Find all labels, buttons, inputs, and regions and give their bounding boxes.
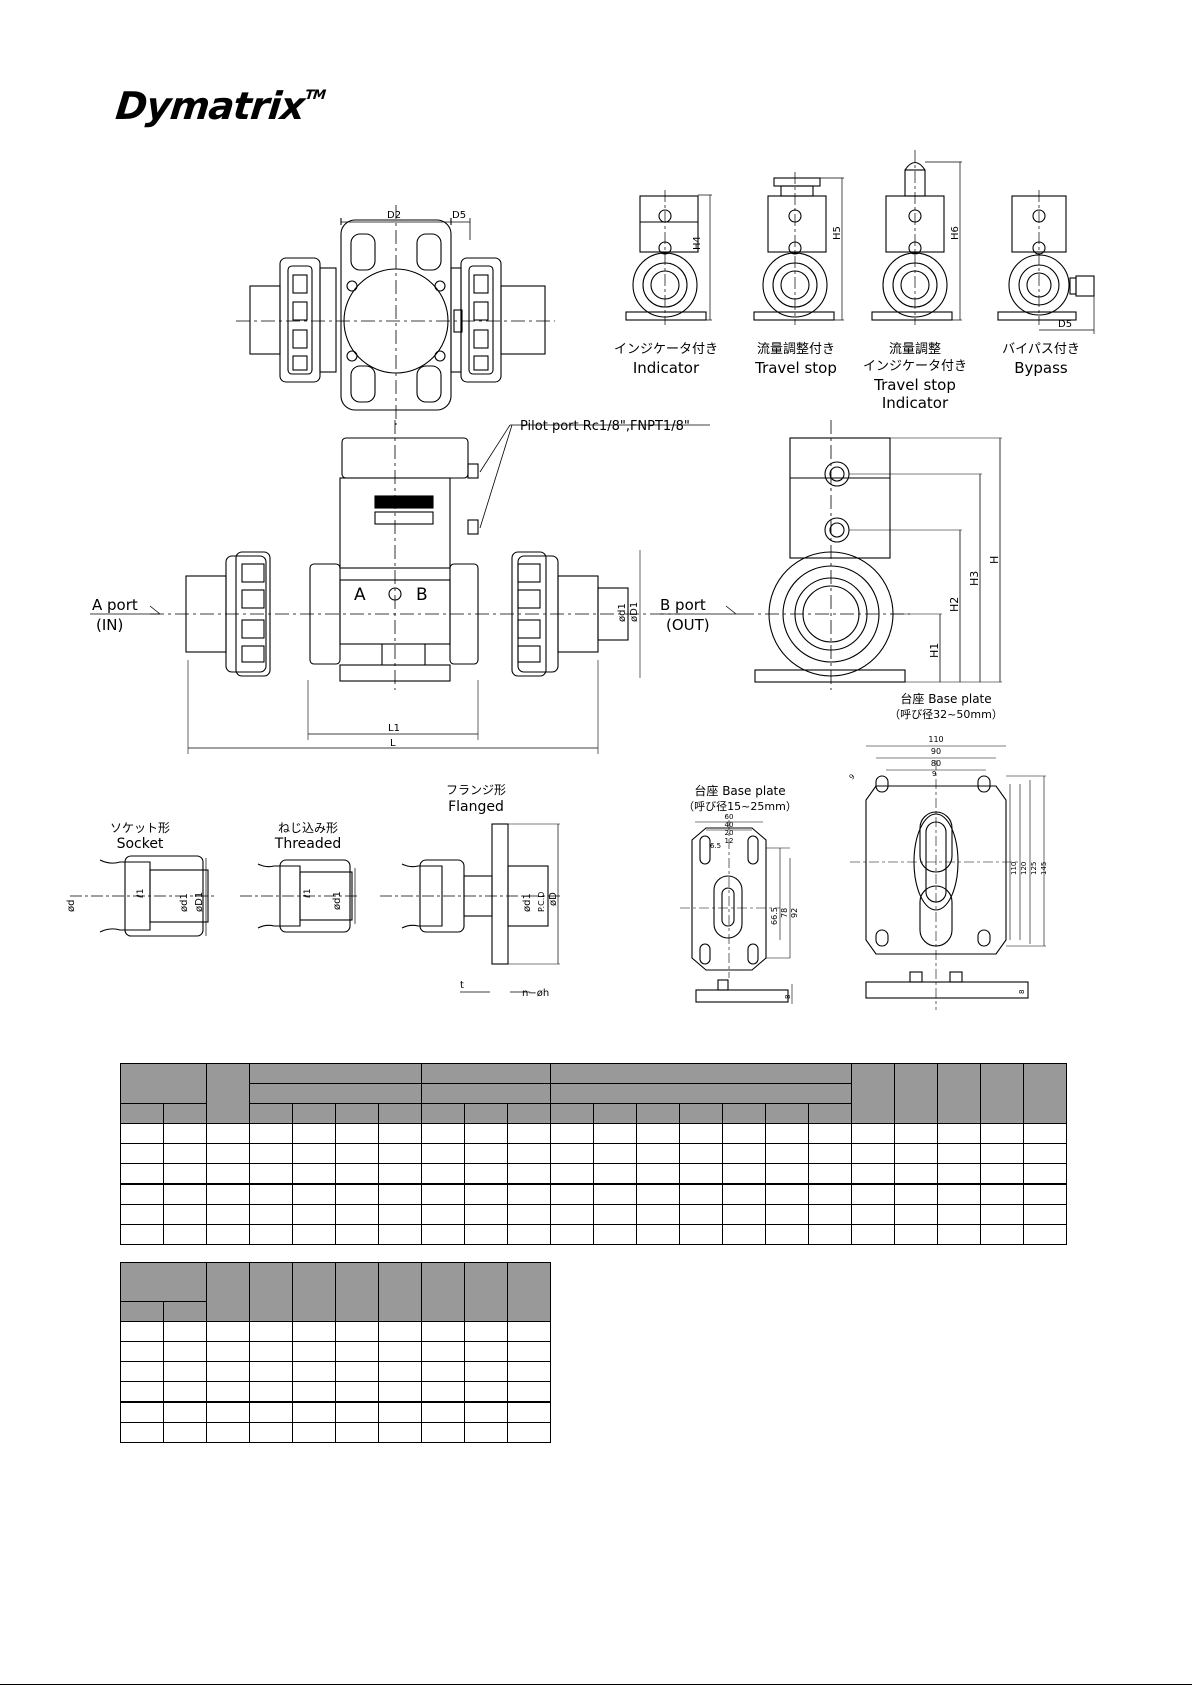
dim-h-label: H [988, 556, 1001, 564]
bp-large-dim-110v: 110 [1010, 862, 1018, 875]
dim-l1-label: L1 [388, 723, 400, 734]
bp-large-dim-120: 120 [1020, 862, 1028, 875]
top-view [236, 205, 555, 425]
variant-indicator-jp: インジケータ付き [614, 342, 718, 357]
bp-small-jp: 台座 [694, 783, 718, 798]
bp-large-dim-9a: 9 [932, 770, 936, 778]
bp-small-dim-60: 60 [725, 813, 734, 821]
flanged-dim-pcd: P.C.D [537, 892, 546, 912]
bp-small-dim-66-5: 66.5 [770, 907, 779, 925]
socket-jp: ソケット形 [110, 821, 170, 835]
bp-small-dim-78: 78 [780, 908, 789, 918]
bp-large-dim-125: 125 [1030, 862, 1038, 875]
dim-h2-label: H2 [948, 597, 961, 612]
base-plate-small [680, 820, 793, 1004]
bp-small-dim-6-5: 6.5 [710, 842, 721, 850]
variant-travel-stop-en: Travel stop [754, 359, 837, 377]
flanged-dim-D: øD [548, 892, 559, 906]
port-a-sub: (IN) [96, 616, 123, 634]
variant-bypass-en: Bypass [1014, 359, 1068, 377]
socket-dim-d1: ød1 [179, 893, 190, 912]
socket-en: Socket [117, 836, 164, 852]
variant-combo-jp-1: 流量調整 [889, 342, 941, 357]
flanged-detail [380, 823, 560, 993]
socket-dim-d: ød [66, 900, 77, 912]
body-mark-b: B [416, 585, 428, 605]
dim-h4-label: H4 [692, 236, 703, 250]
bp-small-dim-8: 8 [784, 995, 792, 999]
dim-d2-label: D2 [387, 210, 401, 221]
threaded-detail [240, 859, 360, 933]
front-view [90, 420, 740, 754]
bp-large-title: 台座 Base plate [900, 691, 991, 706]
dim-h5-label: H5 [832, 226, 843, 240]
variant-travel-stop-indicator-view [871, 150, 962, 325]
threaded-en: Threaded [274, 836, 341, 852]
side-view [740, 420, 1002, 690]
port-a-label: A port [92, 596, 138, 614]
variant-indicator-view [625, 190, 712, 325]
variant-bypass-jp: バイパス付き [1002, 342, 1080, 357]
bp-small-range: （呼び径15~25mm） [683, 800, 797, 813]
dim-bypass-d5-label: D5 [1058, 319, 1072, 330]
port-b-label: B port [660, 596, 706, 614]
flanged-dim-t: t [460, 980, 464, 991]
dimension-table-2 [120, 1262, 551, 1443]
technical-drawing: D2 D5 [66, 150, 1095, 1010]
bp-large-jp: 台座 [900, 691, 924, 706]
variant-indicator-en: Indicator [633, 359, 700, 377]
flanged-jp: フランジ形 [446, 783, 506, 797]
pilot-port-label: Pilot port Rc1/8",FNPT1/8" [520, 419, 690, 434]
port-b-sub: (OUT) [666, 616, 710, 634]
variant-bypass-view [997, 190, 1095, 334]
bp-small-dim-40: 40 [725, 821, 734, 829]
dim-small-d1-label: ød1 [617, 603, 628, 622]
dimension-table-1 [120, 1063, 1067, 1245]
variant-combo-en-2: Indicator [882, 394, 949, 412]
dim-l-label: L [390, 738, 396, 749]
bp-large-dim-145: 145 [1040, 862, 1048, 875]
variant-combo-jp-2: インジケータ付き [863, 359, 967, 374]
socket-dim-l1: ℓ1 [136, 889, 146, 899]
dim-h3-label: H3 [968, 571, 981, 586]
bp-large-dim-8: 8 [1018, 990, 1026, 994]
bp-small-dim-12: 12 [725, 837, 734, 845]
variant-travel-stop-jp: 流量調整付き [757, 342, 835, 357]
variant-combo-en-1: Travel stop [873, 376, 956, 394]
variant-travel-stop-view [753, 172, 844, 325]
socket-detail [70, 855, 215, 937]
flanged-dim-n-h: n−øh [522, 988, 549, 999]
bp-large-dim-90: 90 [931, 747, 941, 756]
threaded-dim-l1: ℓ1 [303, 889, 313, 899]
threaded-jp: ねじ込み形 [278, 821, 338, 835]
bp-large-dim-110: 110 [928, 735, 943, 744]
socket-dim-D1: øD1 [194, 892, 205, 912]
dim-large-d1-label: øD1 [629, 602, 640, 622]
bp-large-dim-9b: 9 [848, 773, 857, 782]
bp-large-en: Base plate [928, 692, 991, 706]
bp-small-dim-20: 20 [725, 829, 734, 837]
flanged-en: Flanged [448, 799, 504, 815]
flanged-dim-d1: ød1 [522, 893, 533, 912]
bp-small-title: 台座 Base plate [694, 783, 785, 798]
bp-small-en: Base plate [722, 784, 785, 798]
body-mark-a: A [354, 585, 366, 605]
bp-large-dim-80: 80 [931, 759, 941, 768]
dim-d5-label: D5 [452, 210, 466, 221]
dim-h6-label: H6 [950, 226, 961, 240]
bp-large-range: （呼び径32~50mm） [889, 708, 1003, 721]
bp-small-dim-92: 92 [790, 908, 799, 918]
base-plate-large [850, 745, 1046, 1010]
threaded-dim-d1: ød1 [332, 891, 343, 910]
dim-h1-label: H1 [928, 643, 941, 658]
